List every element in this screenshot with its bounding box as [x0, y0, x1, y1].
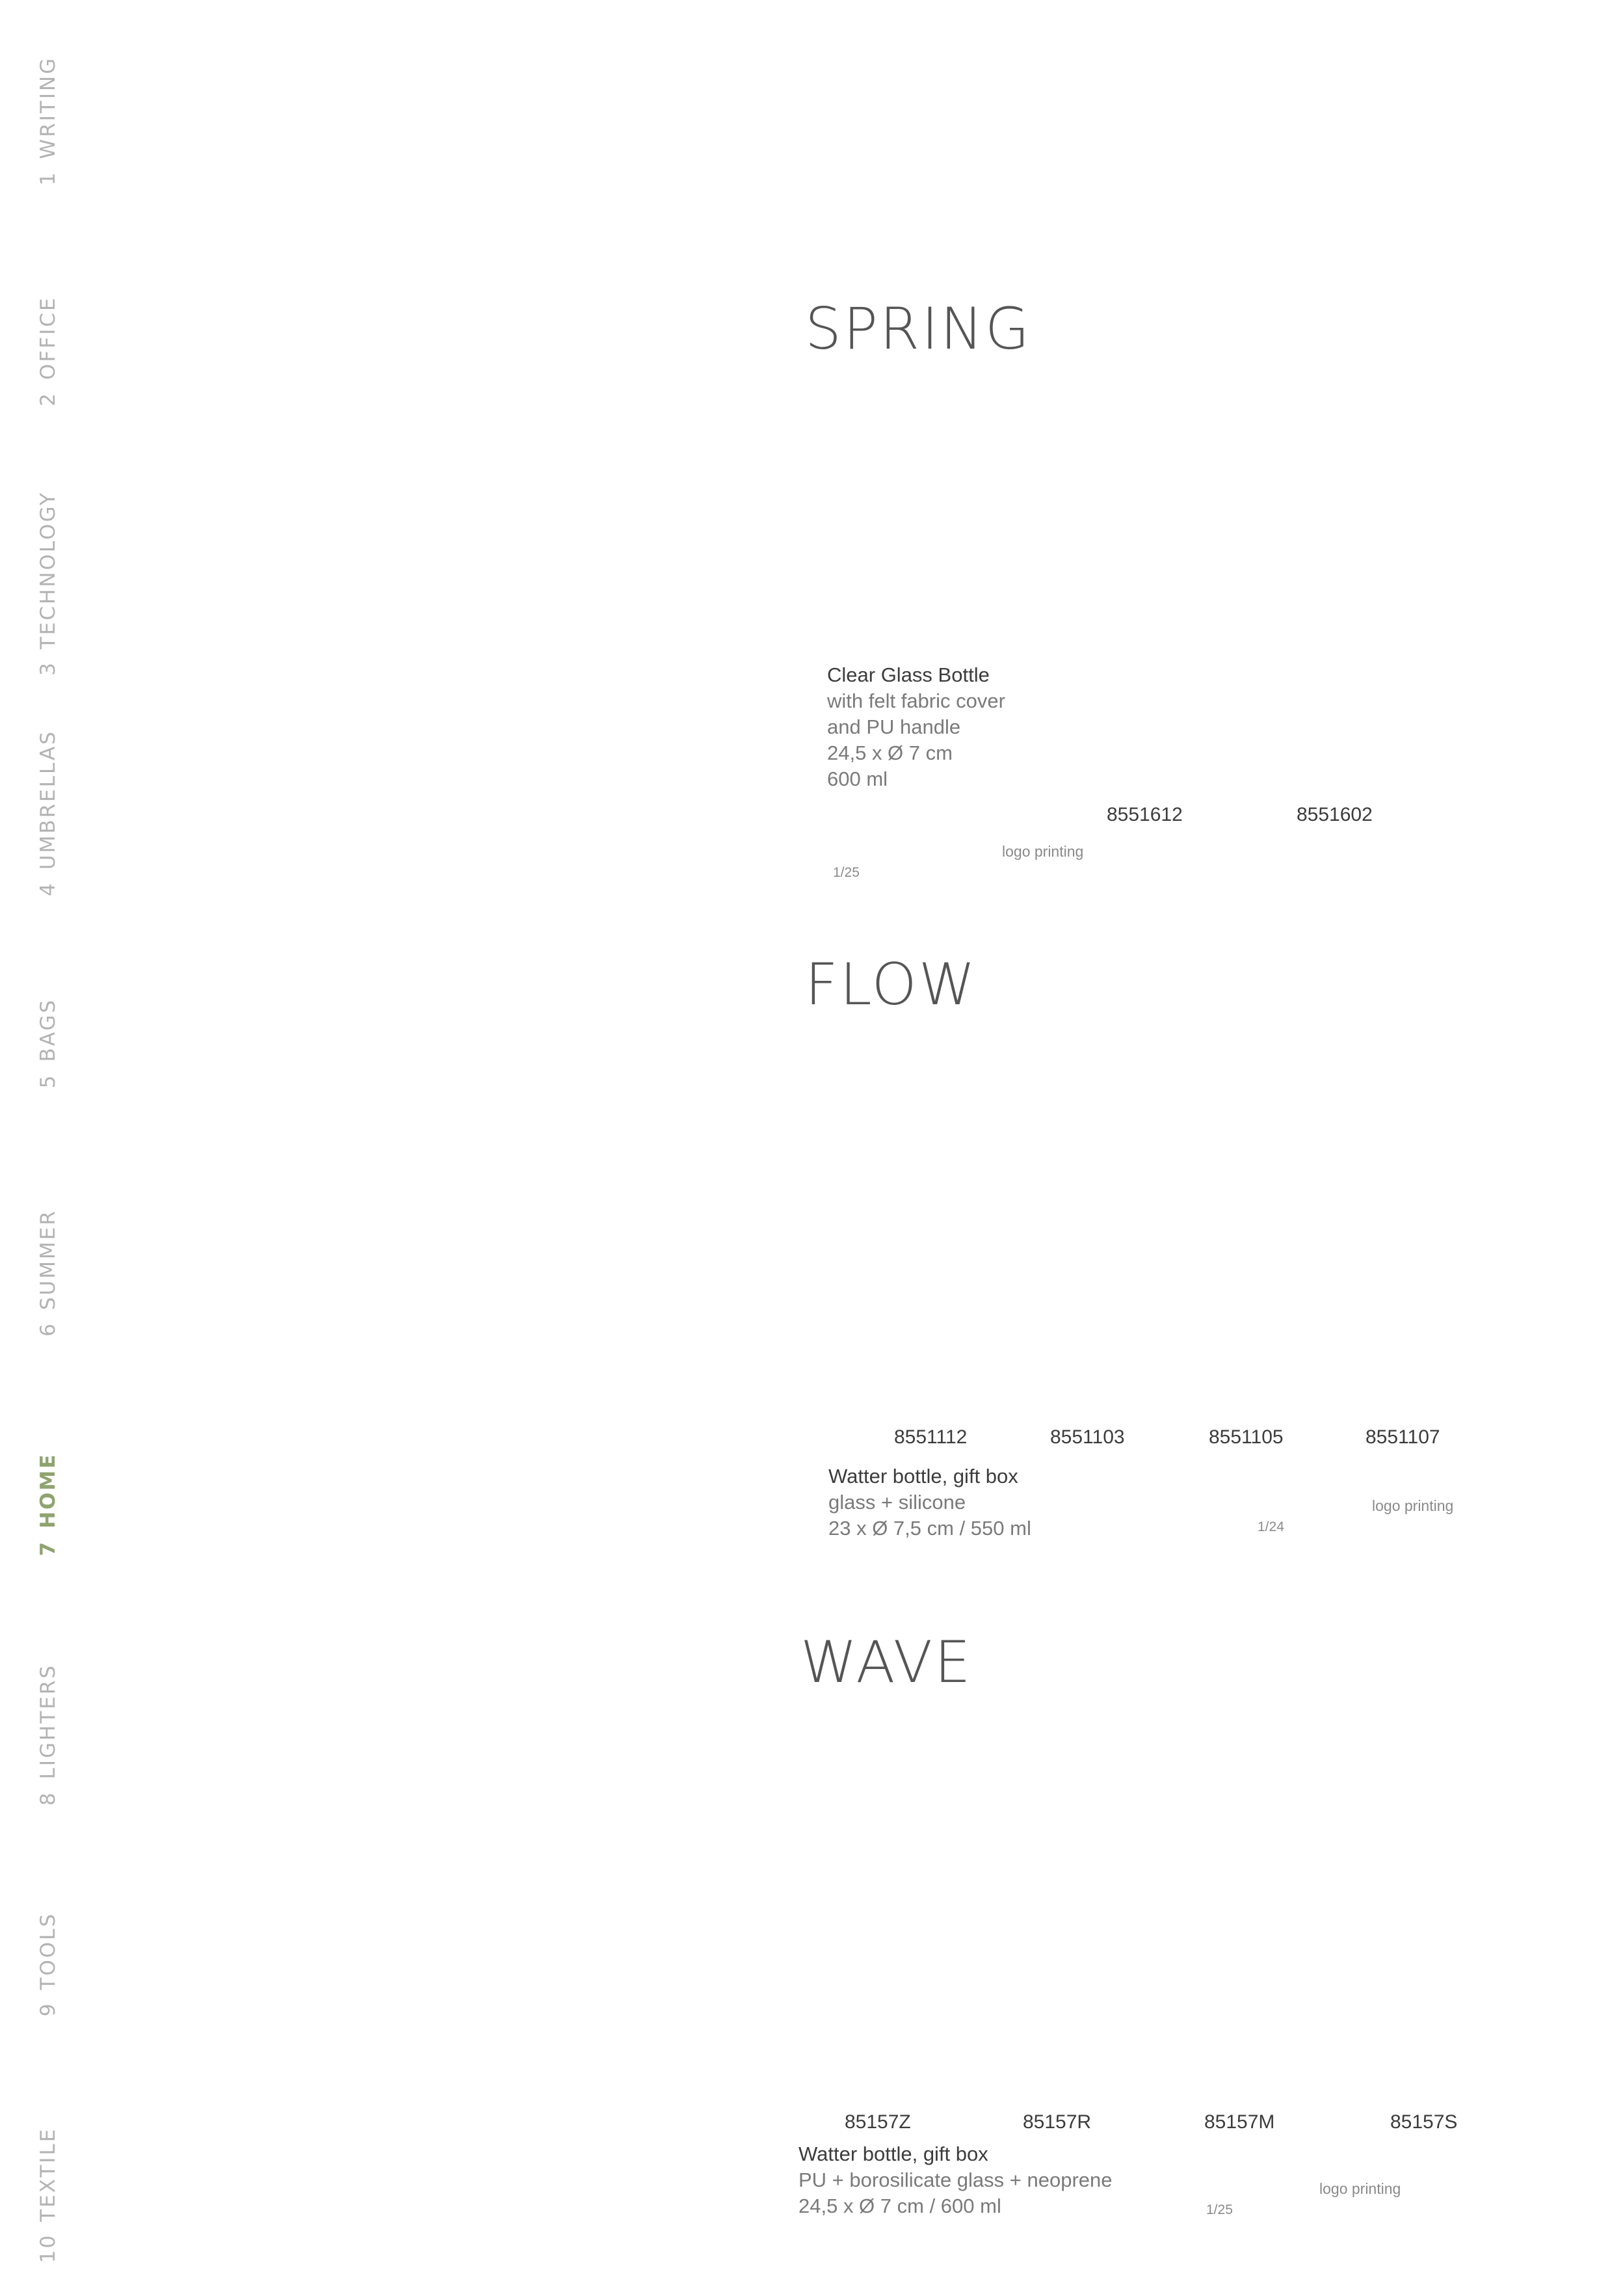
section-title: WAVE	[800, 1629, 973, 1696]
product-code: 8551612	[1107, 804, 1183, 825]
logo-printing-label: logo printing	[1002, 843, 1084, 860]
product-detail-line: PU + borosilicate glass + neoprene	[798, 2169, 1113, 2191]
sidebar-item-label: LIGHTERS	[36, 1663, 60, 1780]
sidebar-item-label: SUMMER	[36, 1209, 60, 1311]
sidebar-item-label: TEXTILE	[36, 2127, 60, 2222]
product-description: Watter bottle, gift box glass + silicone…	[828, 1463, 1031, 1542]
product-detail-line: 24,5 x Ø 7 cm	[827, 741, 953, 764]
sidebar-item-umbrellas[interactable]: 4 UMBRELLAS	[36, 730, 60, 896]
product-code: 8551112	[894, 1426, 968, 1448]
packing-quantity: 1/24	[1258, 1519, 1284, 1534]
sidebar-item-number: 8	[36, 1791, 60, 1806]
sidebar-item-number: 7	[36, 1540, 60, 1556]
sidebar-item-bags[interactable]: 5 BAGS	[36, 998, 60, 1088]
product-code: 85157M	[1204, 2111, 1275, 2133]
sidebar-item-number: 2	[36, 391, 60, 407]
section-title: FLOW	[805, 951, 977, 1018]
product-detail-line: and PU handle	[827, 715, 961, 738]
section-title: SPRING	[805, 295, 1032, 362]
sidebar-item-label: OFFICE	[36, 296, 60, 380]
sidebar-item-technology[interactable]: 3 TECHNOLOGY	[36, 491, 60, 676]
product-detail-line: 23 x Ø 7,5 cm / 550 ml	[828, 1517, 1031, 1540]
sidebar-item-label: TECHNOLOGY	[36, 491, 60, 650]
sidebar-item-label: HOME	[36, 1452, 60, 1528]
product-detail-line: glass + silicone	[828, 1491, 966, 1514]
sidebar-item-number: 1	[36, 170, 60, 186]
product-detail-line: 24,5 x Ø 7 cm / 600 ml	[798, 2195, 1001, 2217]
product-detail-line: 600 ml	[827, 768, 888, 790]
sidebar-item-lighters[interactable]: 8 LIGHTERS	[36, 1664, 60, 1806]
product-name: Watter bottle, gift box	[828, 1465, 1018, 1488]
sidebar-item-label: WRITING	[36, 56, 60, 159]
sidebar-item-label: BAGS	[36, 998, 60, 1062]
product-code: 8551602	[1297, 804, 1373, 825]
sidebar-item-summer[interactable]: 6 SUMMER	[36, 1209, 60, 1337]
product-code: 85157S	[1390, 2111, 1458, 2133]
sidebar-item-office[interactable]: 2 OFFICE	[36, 296, 60, 406]
sidebar-item-number: 6	[36, 1322, 60, 1337]
product-code: 85157Z	[845, 2111, 911, 2133]
product-name: Watter bottle, gift box	[798, 2142, 988, 2165]
sidebar-item-number: 10	[36, 2233, 60, 2263]
product-code: 8551105	[1209, 1426, 1284, 1448]
sidebar-item-number: 3	[36, 661, 60, 676]
sidebar-item-label: TOOLS	[36, 1912, 60, 1990]
product-code: 85157R	[1023, 2111, 1092, 2133]
product-description: Clear Glass Bottle with felt fabric cove…	[827, 662, 1005, 792]
sidebar-item-textile[interactable]: 10 TEXTILE	[36, 2128, 60, 2263]
packing-quantity: 1/25	[833, 865, 860, 880]
sidebar-item-home[interactable]: 7 HOME	[36, 1453, 60, 1556]
packing-quantity: 1/25	[1206, 2202, 1233, 2217]
sidebar-item-number: 9	[36, 2001, 60, 2017]
sidebar-item-number: 5	[36, 1073, 60, 1089]
sidebar-item-number: 4	[36, 881, 60, 896]
product-code: 8551107	[1366, 1426, 1440, 1448]
sidebar-item-tools[interactable]: 9 TOOLS	[36, 1912, 60, 2016]
sidebar-item-label: UMBRELLAS	[36, 730, 60, 870]
product-description: Watter bottle, gift box PU + borosilicat…	[798, 2141, 1113, 2219]
product-code: 8551103	[1050, 1426, 1125, 1448]
product-name: Clear Glass Bottle	[827, 663, 990, 686]
sidebar-item-writing[interactable]: 1 WRITING	[36, 57, 60, 185]
product-detail-line: with felt fabric cover	[827, 689, 1005, 712]
logo-printing-label: logo printing	[1319, 2180, 1401, 2197]
logo-printing-label: logo printing	[1372, 1497, 1454, 1514]
